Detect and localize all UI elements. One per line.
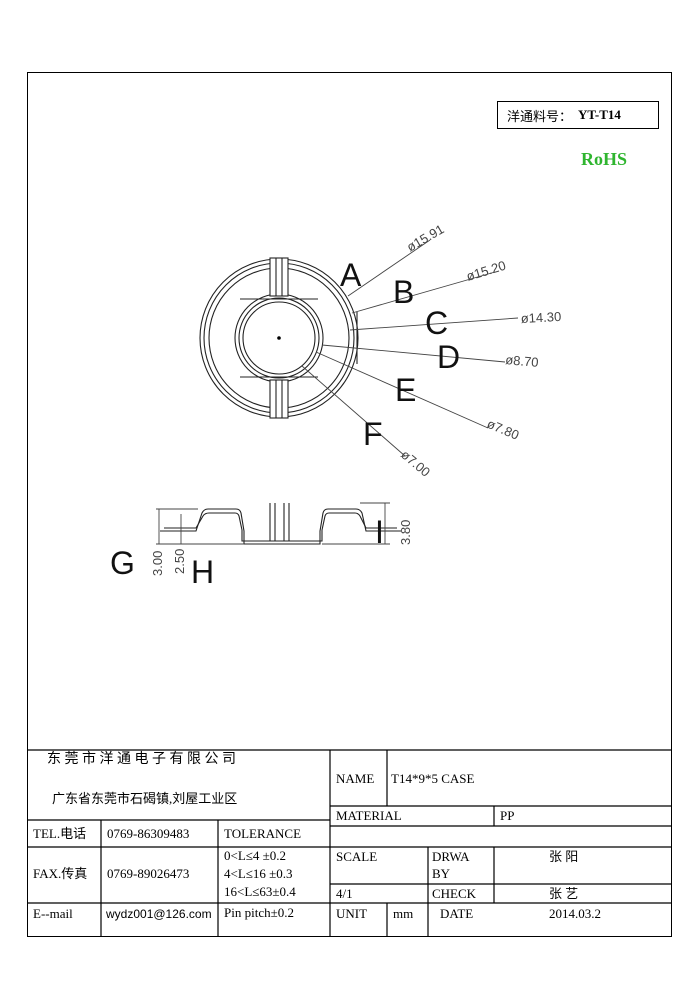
label-i: I (375, 514, 384, 550)
scale-label: SCALE (336, 849, 378, 864)
dim-f-value: ø7.00 (398, 447, 433, 480)
tolerance-3: 16<L≤63±0.4 (224, 884, 296, 899)
profile-outer (160, 508, 401, 545)
bottom-slot (269, 379, 289, 419)
profile-inner (164, 512, 397, 542)
dim-a-value: ø15.91 (404, 221, 447, 254)
label-f: F (363, 416, 383, 452)
date-label: DATE (440, 906, 474, 921)
company-name: 东 莞 市 洋 通 电 子 有 限 公 司 (47, 752, 236, 767)
dim-b-value: ø15.20 (464, 258, 507, 284)
tel-value: 0769-86309483 (107, 826, 190, 841)
drawing-frame (27, 72, 672, 937)
leader-f (301, 365, 406, 457)
fax-value: 0769-89026473 (107, 866, 190, 881)
label-g: G (110, 545, 135, 581)
leader-e (315, 351, 489, 429)
dim-g-value: 3.00 (150, 551, 165, 576)
label-a: A (340, 257, 362, 293)
scale-value: 4/1 (336, 886, 353, 901)
drawn-by: 张 阳 (549, 849, 579, 864)
part-number: YT-T14 (578, 107, 621, 122)
leader-d (321, 344, 506, 363)
drawn-label-1: DRWA (432, 849, 470, 864)
circle-f (242, 301, 316, 375)
label-d: D (437, 339, 460, 375)
part-number-label: 洋通料号： (507, 108, 573, 124)
tolerance-4: Pin pitch±0.2 (224, 905, 294, 920)
label-b: B (393, 274, 414, 310)
title-block-grid (27, 749, 672, 937)
leader-b (351, 271, 496, 314)
checked-by: 张 艺 (549, 886, 579, 901)
dim-h-value: 2.50 (172, 549, 187, 574)
label-h: H (191, 554, 214, 590)
label-e: E (395, 372, 416, 408)
tolerance-label: TOLERANCE (224, 826, 302, 841)
dim-d-value: ø8.70 (505, 352, 539, 370)
rohs-mark: RoHS (581, 149, 628, 169)
top-slot (269, 257, 289, 297)
name-label: NAME (336, 771, 375, 786)
dim-e-value: ø7.80 (485, 416, 521, 443)
center-point (277, 336, 281, 340)
circle-e (238, 297, 320, 379)
dim-i-value: 3.80 (398, 520, 413, 545)
email-value: wydz001@126.com (106, 907, 212, 921)
date-value: 2014.03.2 (549, 906, 601, 921)
leader-a (347, 239, 431, 297)
email-label: E--mail (33, 906, 73, 921)
label-c: C (425, 305, 448, 341)
side-dim-lines (156, 502, 390, 545)
unit-value: mm (393, 906, 414, 921)
fax-label: FAX.传真 (33, 866, 88, 881)
unit-label: UNIT (336, 906, 368, 921)
tolerance-1: 0<L≤4 ±0.2 (224, 848, 287, 863)
company-address: 广东省东莞市石碣镇,刘屋工业区 (52, 791, 238, 806)
part-number-box: 洋通料号： YT-T14 (497, 101, 659, 129)
dim-c-value: ø14.30 (520, 309, 561, 326)
tel-label: TEL.电话 (33, 826, 87, 841)
material-value: PP (500, 808, 515, 823)
leader-c (349, 317, 519, 331)
material-label: MATERIAL (336, 808, 402, 823)
top-view (199, 257, 359, 419)
name-value: T14*9*5 CASE (391, 771, 475, 786)
drawn-label-2: BY (432, 866, 451, 881)
tolerance-2: 4<L≤16 ±0.3 (224, 866, 293, 881)
side-view (160, 503, 401, 545)
leader-lines (301, 239, 519, 457)
check-label: CHECK (432, 886, 477, 901)
